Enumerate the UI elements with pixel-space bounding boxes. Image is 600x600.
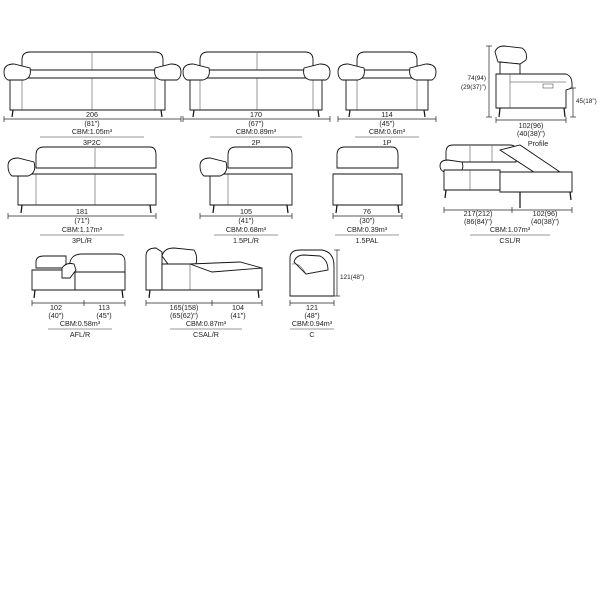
sofa-csalr-drawing	[145, 247, 263, 299]
dim-csalr: 165(158) (65(62)") 104 (41") CBM:0.87m³ …	[145, 300, 263, 339]
dim-15plr: 105 (41") CBM:0.68m³ 1.5PL/R	[199, 207, 293, 245]
model-code: AFL/R	[70, 330, 90, 339]
width-label: 114	[381, 110, 392, 119]
model-code: CSL/R	[499, 236, 520, 245]
model-code: 1.5PAL	[355, 236, 378, 245]
width-label: 217(212)	[464, 209, 493, 218]
cbm-label: CBM:0.6m³	[369, 127, 406, 136]
depth-inch-label: (40(38)")	[517, 129, 545, 138]
width-inch-label: (67")	[248, 119, 263, 128]
model-code: C	[309, 330, 314, 339]
sofa-3plr-drawing	[7, 146, 157, 214]
width-label: 76	[363, 207, 371, 216]
sofa-1p-drawing	[337, 51, 437, 118]
depth-label: 102(96)	[519, 121, 544, 130]
dim-cslr: 217(212) (86(84)") 102(96) (40(38)") CBM…	[443, 207, 573, 245]
sofa-3p2c-drawing	[3, 51, 182, 118]
sofa-15plr-drawing	[199, 146, 293, 214]
dim-1p: 114 (45") CBM:0.6m³ 1P	[337, 110, 437, 147]
cbm-label: CBM:0.68m³	[226, 225, 267, 234]
sofa-cslr-drawing	[439, 144, 573, 208]
dim-c: 121(48") 121 (48") CBM:0.94m³ C	[289, 249, 364, 339]
cbm-label: CBM:1.17m³	[62, 225, 103, 234]
model-code: 3PL/R	[72, 236, 92, 245]
width-label: 206	[86, 110, 98, 119]
side-label: 121(48")	[340, 274, 364, 281]
dim-profile: 74(94) (29(37)") 45(18") 102(96) (40(38)…	[461, 45, 597, 148]
model-code: 3P2C	[83, 138, 101, 147]
height-label: 74(94)	[468, 75, 486, 82]
width-inch-label: (71")	[74, 216, 89, 225]
cbm-label: CBM:0.58m³	[60, 319, 101, 328]
height-inch-label: (29(37)")	[461, 84, 486, 91]
cbm-label: CBM:0.89m³	[236, 127, 277, 136]
width-inch-label: (81")	[84, 119, 99, 128]
depth-inch-label: (40(38)")	[531, 217, 559, 226]
depth-inch-label: (45")	[96, 311, 111, 320]
model-code: CSAL/R	[193, 330, 219, 339]
dim-2p: 170 (67") CBM:0.89m³ 2P	[182, 110, 331, 147]
cbm-label: CBM:0.39m³	[347, 225, 388, 234]
width-inch-label: (30")	[359, 216, 374, 225]
cbm-label: CBM:0.87m³	[186, 319, 227, 328]
width-inch-label: (41")	[238, 216, 253, 225]
model-code: 1.5PL/R	[233, 236, 259, 245]
profile-drawing	[494, 45, 573, 118]
cbm-label: CBM:0.94m³	[292, 319, 333, 328]
model-code: 2P	[252, 138, 261, 147]
depth-label: 102(96)	[533, 209, 558, 218]
model-code: Profile	[528, 139, 548, 148]
width-label: 102	[50, 303, 62, 312]
width-inch-label: (86(84)")	[464, 217, 492, 226]
width-label: 165(158)	[170, 303, 199, 312]
dim-3plr: 181 (71") CBM:1.17m³ 3PL/R	[7, 207, 157, 245]
sofa-2p-drawing	[182, 51, 331, 118]
cbm-label: CBM:1.07m³	[490, 225, 531, 234]
dim-15pal: 76 (30") CBM:0.39m³ 1.5PAL	[332, 207, 403, 245]
dim-3p2c: 206 (81") CBM:1.05m³ 3P2C	[3, 110, 182, 147]
width-label: 121	[306, 303, 318, 312]
dim-aflr: 102 (40") 113 (45") CBM:0.58m³ AFL/R	[31, 300, 126, 339]
sofa-c-drawing	[289, 249, 335, 297]
width-inch-label: (45")	[379, 119, 394, 128]
depth-label: 104	[232, 303, 244, 312]
model-code: 1P	[383, 138, 392, 147]
sofa-aflr-drawing	[31, 253, 126, 299]
width-inch-label: (48")	[304, 311, 319, 320]
width-inch-label: (40")	[48, 311, 63, 320]
width-label: 105	[240, 207, 252, 216]
seat-height-label: 45(18")	[576, 98, 597, 105]
width-label: 181	[76, 207, 88, 216]
width-label: 170	[250, 110, 262, 119]
depth-inch-label: (41")	[230, 311, 245, 320]
sofa-15pal-drawing	[332, 146, 403, 214]
cbm-label: CBM:1.05m³	[72, 127, 113, 136]
width-inch-label: (65(62)")	[170, 311, 198, 320]
depth-label: 113	[98, 303, 109, 312]
